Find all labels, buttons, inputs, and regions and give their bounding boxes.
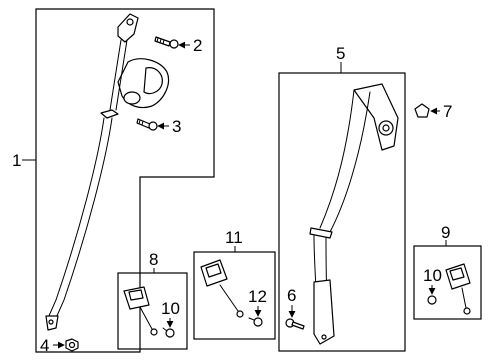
- front-seat-belt-assembly: [45, 13, 170, 331]
- nut-4-icon: [65, 338, 79, 352]
- callout-3: 3: [172, 117, 181, 136]
- buckle-11-icon: [200, 259, 244, 318]
- bolt-10b-icon: [427, 295, 437, 305]
- callout-5: 5: [336, 44, 345, 63]
- callout-8: 8: [149, 250, 158, 269]
- callout-11: 11: [225, 228, 243, 247]
- callout-9: 9: [441, 223, 450, 242]
- buckle-9-icon: [445, 263, 471, 315]
- callout-6: 6: [287, 286, 296, 305]
- buckle-8-icon: [123, 286, 158, 336]
- callout-7: 7: [443, 102, 452, 121]
- bolt-10a-icon: [162, 327, 175, 338]
- bolt-2-icon: [154, 36, 179, 49]
- callout-2: 2: [193, 36, 202, 55]
- cap-7-icon: [414, 103, 430, 118]
- part-8-frame: [117, 272, 188, 350]
- part-5-frame: [278, 72, 406, 352]
- rear-seat-belt-assembly: [309, 83, 399, 345]
- callout-10a: 10: [161, 299, 180, 318]
- bolt-6-icon: [285, 318, 305, 330]
- callout-4: 4: [40, 336, 49, 355]
- part-9-frame: [413, 245, 482, 320]
- bolt-12-icon: [248, 317, 263, 327]
- callout-12: 12: [248, 287, 267, 306]
- callout-10b: 10: [423, 266, 442, 285]
- callout-1: 1: [12, 151, 21, 170]
- part-1-frame: [35, 8, 215, 353]
- bolt-3-icon: [136, 118, 158, 131]
